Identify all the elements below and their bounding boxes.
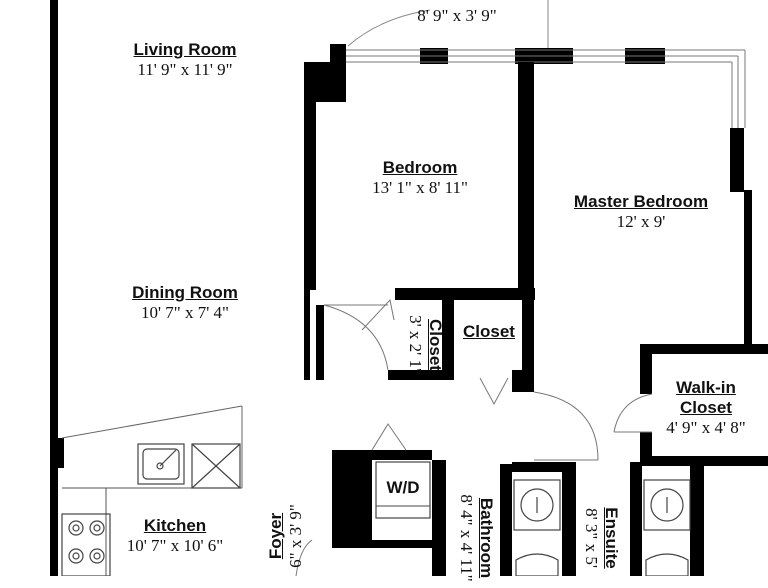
dining-room-name: Dining Room — [132, 283, 238, 302]
closet-label: Closet — [454, 322, 524, 342]
wall-ensuite-right2 — [690, 466, 704, 576]
ensuite-label: Ensuite 8' 3" x 5' — [581, 493, 621, 583]
wall-master-right — [730, 128, 744, 192]
wall-walkin-left — [640, 344, 652, 394]
wall-bedroom-right — [518, 62, 534, 298]
door-swings — [295, 298, 653, 576]
floor-plan — [50, 0, 768, 576]
wall-closet-small-bottom — [388, 370, 454, 380]
toilet-bath-icon — [513, 479, 561, 576]
wall-closet-right — [512, 288, 534, 300]
bedroom-dims: 13' 1" x 8' 11" — [372, 178, 468, 197]
foyer-label: Foyer 6" x 3' 9" — [266, 486, 306, 586]
walk-in-closet-name-2: Closet — [680, 398, 732, 417]
walk-in-closet-dims: 4' 9" x 4' 8" — [666, 418, 746, 437]
wall-walkin-bottom — [640, 456, 768, 466]
sink-icon — [137, 443, 185, 485]
bathroom-label: Bathroom 8' 4" x 4' 11" — [456, 488, 496, 588]
bathroom-name: Bathroom — [477, 497, 496, 579]
bedroom-label: Bedroom 13' 1" x 8' 11" — [350, 158, 490, 198]
wall-walkin-top — [640, 344, 768, 354]
foyer-name: Foyer — [266, 512, 285, 560]
bedroom-name: Bedroom — [382, 158, 458, 177]
wall-ensuite-right — [630, 462, 642, 576]
door-arc-top — [347, 9, 431, 47]
living-room-dims: 11' 9" x 11' 9" — [137, 60, 233, 79]
living-room-label: Living Room 11' 9" x 11' 9" — [110, 40, 260, 80]
living-room-name: Living Room — [133, 40, 237, 59]
window-top — [346, 49, 746, 128]
wall-bedroom-bottom — [395, 288, 535, 300]
kitchen-dims: 10' 7" x 10' 6" — [126, 536, 224, 555]
dining-room-dims: 10' 7" x 7' 4" — [140, 303, 229, 322]
closet-small-name: Closet — [426, 319, 445, 371]
wall-ensuite-left — [562, 462, 576, 576]
wall-bath-right — [500, 464, 512, 576]
walk-in-closet-label: Walk-in Closet 4' 9" x 4' 8" — [646, 378, 766, 438]
wall-master-right-2 — [744, 190, 752, 346]
wall-bedroom-left-low2 — [316, 305, 324, 380]
wall-wd-block — [332, 450, 372, 540]
dishwasher-icon — [191, 443, 241, 489]
walk-in-closet-name-1: Walk-in — [676, 378, 736, 397]
foyer-dims: 6" x 3' 9" — [286, 504, 305, 568]
stove-icon — [61, 513, 111, 576]
wall-left-outer — [50, 0, 58, 576]
wall-top-1 — [330, 44, 346, 64]
wall-bedroom-left-low — [304, 290, 310, 380]
wall-bath-top — [512, 462, 570, 472]
bathroom-dims: 8' 4" x 4' 11" — [457, 494, 476, 582]
ensuite-dims: 8' 3" x 5' — [582, 508, 601, 568]
wd-label: W/D — [376, 478, 430, 498]
master-bedroom-label: Master Bedroom 12' x 9' — [556, 192, 726, 232]
wall-foyer-bottom — [332, 540, 432, 548]
wall-closet-small-right — [442, 288, 454, 380]
wall-bedroom-left — [304, 62, 316, 290]
ensuite-name: Ensuite — [602, 507, 621, 569]
wall-bath-left — [432, 460, 446, 576]
top-room-dims: 8' 9" x 3' 9" — [417, 6, 497, 25]
kitchen-name: Kitchen — [143, 516, 207, 535]
kitchen-counter-edge — [61, 405, 243, 439]
wall-wd-top — [332, 450, 432, 460]
wall-mid-vertical — [522, 298, 534, 392]
master-bedroom-name: Master Bedroom — [573, 192, 709, 211]
washer-dryer — [375, 461, 431, 519]
kitchen-label: Kitchen 10' 7" x 10' 6" — [105, 516, 245, 556]
master-bedroom-dims: 12' x 9' — [616, 212, 666, 231]
closet-small-label: Closet 3' x 2' 1" — [405, 300, 445, 390]
toilet-ensuite-icon — [643, 479, 691, 576]
wd-name: W/D — [386, 478, 420, 497]
closet-small-dims: 3' x 2' 1" — [406, 315, 425, 375]
wall-kitchen-left-stub — [50, 438, 64, 468]
closet-name: Closet — [463, 322, 515, 341]
dining-room-label: Dining Room 10' 7" x 7' 4" — [110, 283, 260, 323]
